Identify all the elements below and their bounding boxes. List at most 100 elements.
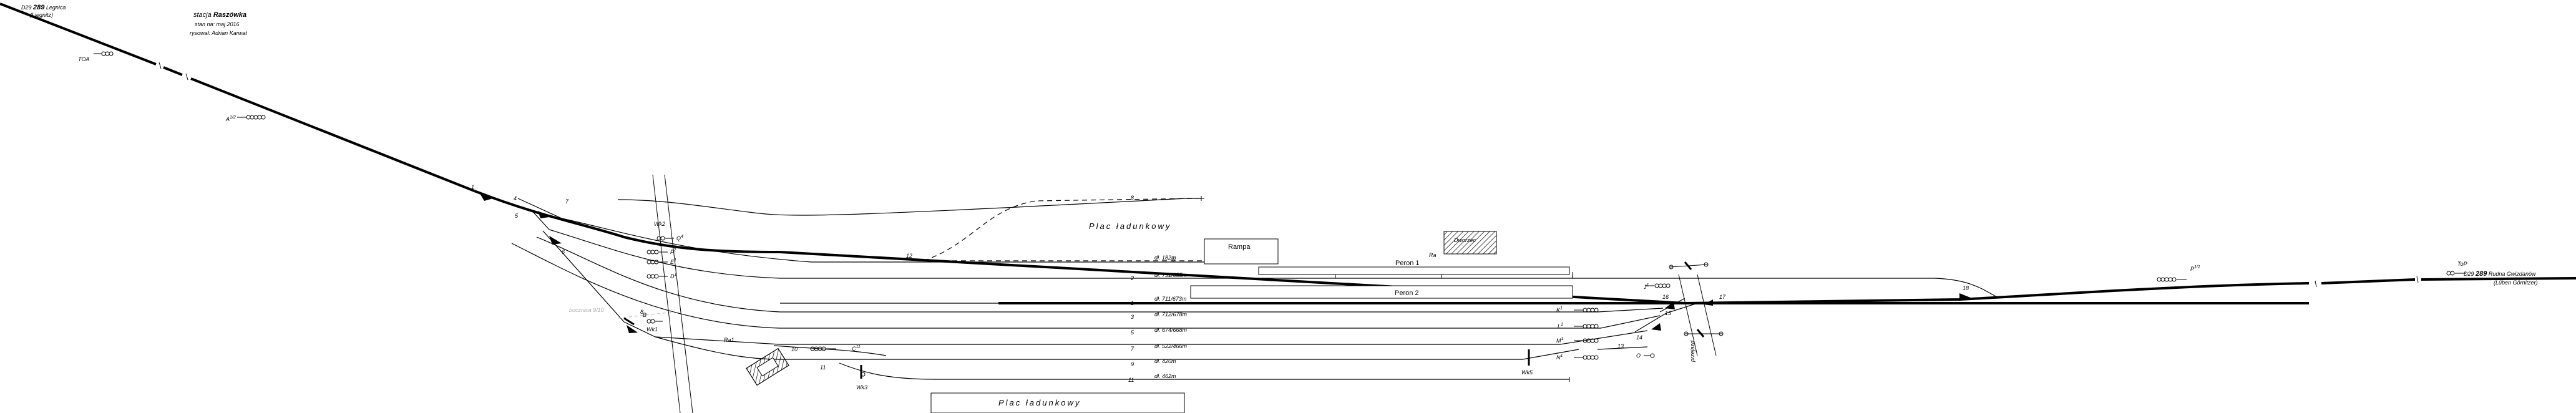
stub-12 xyxy=(1597,346,1648,350)
title-block: stacja Raszówka stan na: maj 2016 rysowa… xyxy=(190,11,247,36)
loading-yard-bottom-box xyxy=(930,392,1185,413)
main-line-east-segment-b xyxy=(2421,277,2576,281)
track-number-3: 3 xyxy=(1131,314,1134,320)
switch-10: 10 xyxy=(791,346,798,352)
east-line-alt-name: (Lüben Görnitzer) xyxy=(2494,279,2538,286)
buffer-stops xyxy=(1201,196,1573,382)
track-7-line xyxy=(623,321,1648,345)
platform-1-label: Peron 1 xyxy=(1395,260,1420,267)
post-wk1: Wk1 xyxy=(646,326,658,333)
signal-q: Wk2 Q4 xyxy=(654,221,683,241)
west-line-alt-name: (Liegnitz) xyxy=(30,12,53,18)
road-east-line-b xyxy=(1697,274,1717,356)
signal-toa: TOA xyxy=(78,51,114,62)
loading-yard-top-label: Plac ładunkowy xyxy=(1089,221,1171,231)
switch-8: 8 xyxy=(640,309,643,315)
track-length-9: dł. 420m xyxy=(1154,358,1176,364)
post-ra: Ra xyxy=(1429,252,1437,258)
track-length-11: dł. 462m xyxy=(1154,373,1176,379)
track-2-east xyxy=(1573,278,1998,298)
switch-11: 11 xyxy=(820,364,826,371)
svg-text:D29 289 Legnica: D29 289 Legnica xyxy=(21,4,66,11)
track-number-1: 1 xyxy=(1131,300,1134,306)
signals: TOA A1/2 Wk2 Q4 F2 xyxy=(78,51,2467,391)
east-line-label: D29 289 Rudna Gwizdanów (Lüben Görnitzer… xyxy=(2464,270,2538,286)
main-line-west-segment-a xyxy=(0,2,157,66)
track-length-5: dł. 674/668m xyxy=(1154,327,1188,333)
track-length-2: dł. 731/655m xyxy=(1154,272,1188,278)
switch-labels: 1 4 7 5 6 8 10 11 12 13 14 15 16 17 18 xyxy=(471,184,1969,371)
signal-m-label: M1 xyxy=(1556,337,1564,344)
svg-text:D29 289 Rudna Gwizdanów: D29 289 Rudna Gwizdanów xyxy=(2464,270,2536,278)
switch-4: 4 xyxy=(514,195,517,202)
signal-a: A1/2 xyxy=(225,115,266,122)
loading-yard-siding xyxy=(917,198,1248,261)
title-line1: stacja Raszówka xyxy=(193,11,246,19)
platform-2-label: Peron 2 xyxy=(1395,289,1419,297)
signal-k-label: K1 xyxy=(1556,306,1563,313)
ramp-label: Rampa xyxy=(1228,243,1251,251)
post-wk3: Wk3 xyxy=(856,384,867,391)
signal-b-label: B xyxy=(643,312,646,318)
switch-4-branch xyxy=(517,198,562,219)
signal-o-label: O xyxy=(1636,352,1641,359)
signal-l-label: L1 xyxy=(1558,323,1563,329)
station-name: Raszówka xyxy=(213,11,246,19)
signal-q-label: Q4 xyxy=(676,235,683,241)
post-wk5-group: Wk5 xyxy=(1521,349,1533,376)
signal-box-ra1 xyxy=(746,347,789,386)
signal-o: O xyxy=(1636,352,1655,359)
track-11-line xyxy=(839,362,1569,380)
track-number-9: 9 xyxy=(1131,361,1134,367)
signal-b: B Wk1 xyxy=(623,312,663,333)
signal-c: C11 xyxy=(810,345,861,352)
signal-toa-label: TOA xyxy=(78,56,89,62)
buffer-stop-track-8 xyxy=(1201,196,1204,201)
signal-d: D1 xyxy=(646,273,677,279)
track-6-line xyxy=(561,218,1254,263)
track-3-line xyxy=(536,236,1664,313)
main-line-west-segment-c xyxy=(190,77,475,192)
road-east-line-a xyxy=(1678,274,1698,356)
signal-a-label: A1/2 xyxy=(225,115,236,122)
track-10-connector xyxy=(773,345,887,356)
switch-14: 14 xyxy=(1636,334,1642,341)
signal-k: K1 xyxy=(1556,306,1599,313)
signal-l: L1 xyxy=(1558,323,1599,329)
track-labels: 8 6 dł. 182m 2 dł. 731/655m 1 dł. 711/67… xyxy=(1128,195,1188,383)
main-line-through-station xyxy=(474,190,2309,304)
track-number-8: 8 xyxy=(1131,195,1134,201)
switch-7: 7 xyxy=(565,198,569,205)
track-5-line xyxy=(511,243,1661,329)
signal-e: E1 xyxy=(646,258,676,265)
switch-markers xyxy=(481,195,1972,333)
signal-e-label: E1 xyxy=(670,258,676,265)
post-wk5: Wk5 xyxy=(1521,369,1533,376)
signal-j: J1 xyxy=(1643,283,1671,290)
signal-f: F2 xyxy=(646,248,676,255)
signal-c-label: C11 xyxy=(852,345,861,352)
crossing-label: przejazd xyxy=(1689,340,1695,362)
signal-j-label: J1 xyxy=(1643,283,1649,290)
switch-5-branch xyxy=(530,208,550,230)
signal-n: N1 xyxy=(1556,354,1599,361)
signal-f-label: F2 xyxy=(670,248,676,255)
signal-top: ToP xyxy=(2446,261,2467,276)
grey-siding: bocznica 9/10 xyxy=(569,307,675,319)
track-length-1: dł. 711/673m xyxy=(1154,296,1187,302)
track-number-2: 2 xyxy=(1130,275,1134,281)
switch-16: 16 xyxy=(1662,294,1669,300)
switch-13-15-connector xyxy=(1634,303,1698,333)
road-west-line-a xyxy=(652,174,681,413)
track-length-6: dł. 182m xyxy=(1154,255,1176,261)
switch-12: 12 xyxy=(906,253,912,259)
post-wk3-group: Wk3 xyxy=(856,365,867,391)
post-ra1: Ra1 xyxy=(724,337,734,343)
track-8-line xyxy=(617,198,1201,216)
track-number-11: 11 xyxy=(1128,377,1134,383)
main-track-1 xyxy=(0,2,2576,304)
siding-dashed-line xyxy=(923,198,1199,261)
line-break-marks xyxy=(159,62,2419,288)
signal-p-label: P1/1 xyxy=(2190,265,2200,272)
